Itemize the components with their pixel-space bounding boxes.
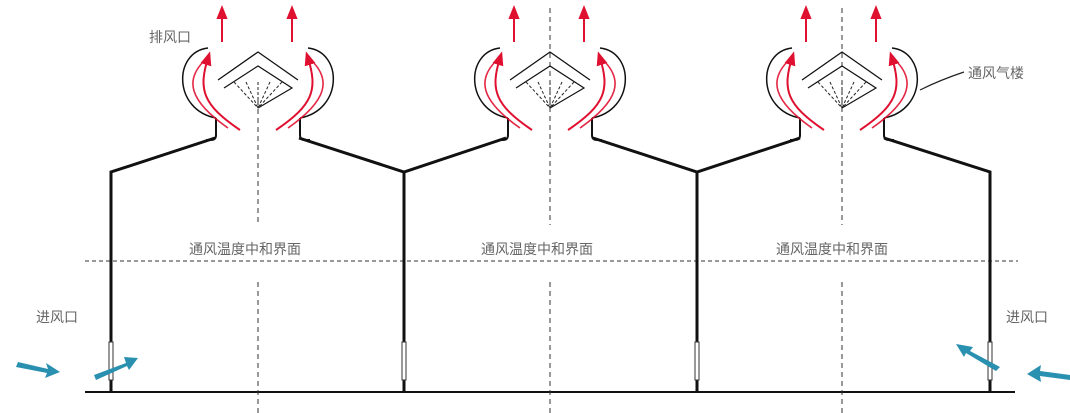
neutral-plane-label-2: 通风温度中和界面 (481, 242, 593, 258)
hot-air-1 (192, 5, 324, 131)
hot-air-2 (484, 5, 616, 131)
arrow-up-icon (492, 51, 533, 131)
arrow-up-icon (567, 51, 608, 131)
intake-label-left: 进风口 (36, 310, 78, 326)
hot-air-curve (287, 61, 324, 129)
centerlines (257, 8, 843, 413)
hot-air-3 (776, 5, 908, 131)
intake-arrow-icon (1027, 365, 1070, 382)
hot-air-curve (579, 61, 616, 129)
arrow-up-icon (275, 51, 316, 131)
arrow-up-icon (859, 51, 900, 131)
neutral-plane-label-1: 通风温度中和界面 (189, 242, 301, 258)
hot-air-curve (192, 61, 229, 129)
monitor-label: 通风气楼 (968, 66, 1024, 82)
monitor-2 (474, 47, 626, 141)
monitor-leader-line (919, 71, 965, 91)
intake-arrow-icon (956, 344, 1000, 371)
wall-windows (108, 341, 993, 381)
intake-arrow-icon (16, 362, 60, 378)
cold-air-arrows (16, 344, 1070, 382)
building-structure (109, 136, 992, 392)
arrow-up-icon (200, 51, 241, 131)
hot-air-curve (776, 61, 813, 129)
hot-air-curve (871, 61, 908, 129)
neutral-plane-label-3: 通风温度中和界面 (776, 242, 888, 258)
hot-air-curve (484, 61, 521, 129)
exhaust-label: 排风口 (149, 30, 191, 46)
ventilation-monitors (182, 47, 918, 141)
monitor-3 (766, 47, 918, 141)
monitor-1 (182, 47, 334, 141)
arrow-up-icon (784, 51, 825, 131)
intake-label-right: 进风口 (1006, 310, 1048, 326)
intake-arrow-icon (94, 357, 138, 380)
hot-air-streams (192, 5, 908, 131)
